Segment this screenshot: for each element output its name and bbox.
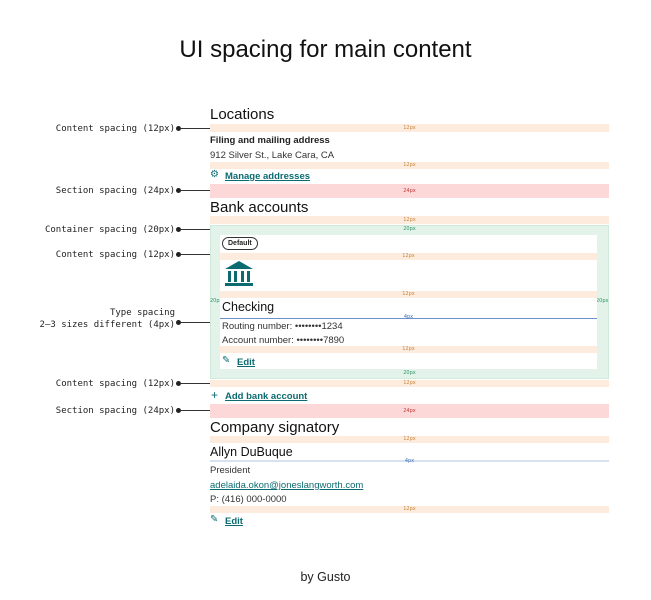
annotation-content-spacing: Content spacing (12px) [55, 379, 175, 389]
type-spacing-line [220, 318, 597, 319]
routing-number: Routing number: ••••••••1234 [222, 321, 343, 332]
annotation-leader [180, 190, 210, 191]
add-bank-account-link[interactable]: Add bank account [225, 391, 308, 402]
content-spacing-band [220, 291, 597, 298]
account-name: Checking [222, 300, 275, 314]
signatory-email-link[interactable]: adelaida.okon@joneslangworth.com [210, 480, 364, 491]
gear-icon: ⚙ [210, 169, 219, 180]
spacing-label: 20px [210, 298, 223, 304]
plus-icon: + [211, 388, 219, 402]
spacing-label: 12px [402, 253, 415, 259]
annotation-content-spacing: Content spacing (12px) [55, 124, 175, 134]
annotation-leader [180, 229, 210, 230]
spacing-label: 12px [403, 380, 416, 386]
content-spacing-band [210, 380, 609, 387]
spacing-label: 4px [403, 314, 414, 320]
content-spacing-band [210, 162, 609, 169]
page-title: UI spacing for main content [179, 36, 472, 63]
signatory-name: Allyn DuBuque [210, 445, 293, 459]
annotation-container-spacing: Container spacing (20px) [44, 225, 175, 235]
spacing-label: 20px [403, 370, 416, 376]
annotation-leader [180, 254, 220, 255]
annotation-leader [180, 410, 210, 411]
spacing-label: 20px [596, 298, 609, 304]
content-spacing-band [210, 124, 609, 132]
spacing-label: 24px [403, 408, 416, 414]
annotation-dot [176, 381, 181, 386]
annotation-leader [180, 383, 210, 384]
section-spacing-band [210, 184, 609, 198]
footer-credit: by Gusto [300, 570, 351, 584]
pencil-icon: ✎ [210, 514, 219, 525]
annotation-dot [176, 188, 181, 193]
annotation-dot [176, 126, 181, 131]
edit-bank-link[interactable]: Edit [237, 357, 255, 368]
spacing-label: 12px [403, 162, 416, 168]
spacing-label: 12px [403, 506, 416, 512]
annotation-leader [180, 322, 220, 323]
annotation-section-spacing: Section spacing (24px) [55, 186, 175, 196]
annotation-dot [176, 227, 181, 232]
address-text: 912 Silver St., Lake Cara, CA [210, 150, 335, 161]
bank-icon [225, 261, 253, 286]
account-number: Account number: ••••••••7890 [222, 335, 345, 346]
content-spacing-band [220, 253, 597, 260]
company-signatory-heading: Company signatory [210, 419, 340, 436]
signatory-phone: P: (416) 000-0000 [210, 494, 287, 505]
spacing-label: 12px [403, 436, 416, 442]
annotation-dot [176, 252, 181, 257]
annotation-type-spacing-detail: 2–3 sizes different (4px) [39, 320, 175, 330]
spacing-label: 4px [404, 458, 415, 464]
spacing-label: 12px [402, 346, 415, 352]
spacing-label: 20px [403, 226, 416, 232]
locations-heading: Locations [210, 106, 275, 123]
annotation-type-spacing: Type spacing [109, 308, 175, 318]
manage-addresses-link[interactable]: Manage addresses [225, 171, 311, 182]
content-spacing-band [220, 346, 597, 353]
spacing-label: 12px [402, 291, 415, 297]
bank-accounts-heading: Bank accounts [210, 199, 309, 216]
address-title: Filing and mailing address [210, 135, 330, 146]
annotation-content-spacing: Content spacing (12px) [55, 250, 175, 260]
annotation-section-spacing: Section spacing (24px) [55, 406, 175, 416]
default-badge: Default [222, 237, 258, 250]
section-spacing-band [210, 404, 609, 418]
type-spacing-line [210, 460, 609, 462]
edit-signatory-link[interactable]: Edit [225, 516, 243, 527]
spacing-label: 24px [403, 188, 416, 194]
content-spacing-band [210, 436, 609, 443]
signatory-role: President [210, 465, 251, 476]
content-spacing-band [210, 216, 609, 224]
annotation-dot [176, 408, 181, 413]
spacing-label: 12px [403, 217, 416, 223]
content-spacing-band [210, 506, 609, 513]
pencil-icon: ✎ [222, 355, 231, 366]
annotation-leader [180, 128, 210, 129]
annotation-dot [176, 320, 181, 325]
spacing-label: 12px [403, 125, 416, 131]
